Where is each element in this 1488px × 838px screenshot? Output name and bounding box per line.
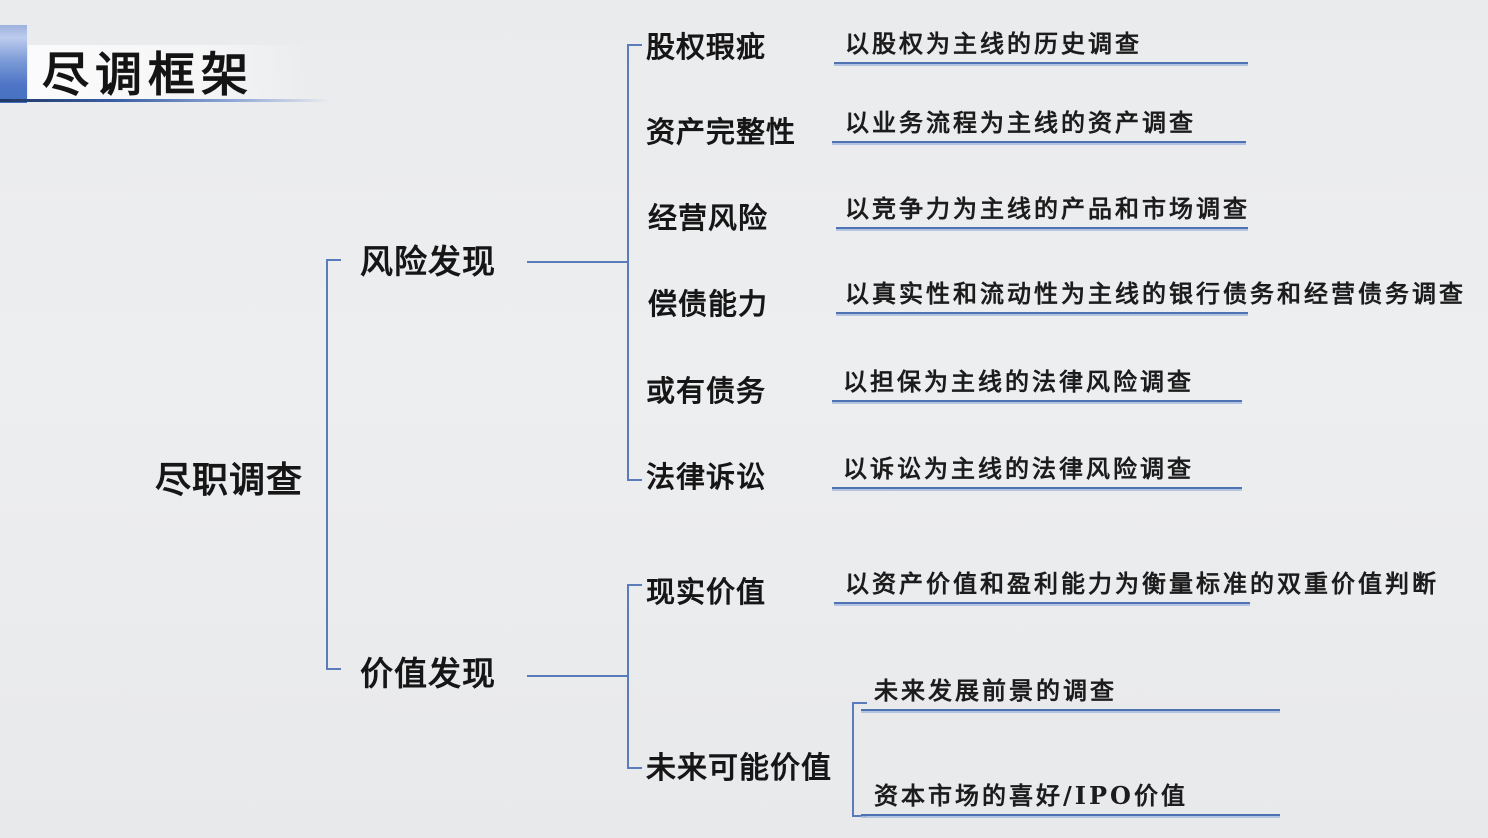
node-equity-defects: 股权瑕疵 [646, 30, 767, 64]
node-value-discovery: 价值发现 [360, 654, 496, 693]
node-due-diligence-root: 尽职调查 [155, 459, 304, 501]
node-litigation: 法律诉讼 [646, 460, 767, 494]
node-risk-discovery: 风险发现 [360, 242, 496, 281]
connector-risk-children-bracket [627, 44, 642, 481]
title-accent-bar [0, 25, 27, 103]
underline-operating-risk [836, 227, 1248, 229]
underline-current-value [834, 602, 1250, 604]
title-highlight-band [28, 45, 313, 99]
connector-root-bracket [326, 259, 341, 670]
desc-contingent-liabilities: 以担保为主线的法律风险调查 [843, 367, 1194, 396]
page-title: 尽调框架 [42, 48, 254, 103]
node-future-potential-value: 未来可能价值 [646, 751, 832, 786]
desc-solvency: 以真实性和流动性为主线的银行债务和经营债务调查 [845, 279, 1466, 308]
desc-operating-risk: 以竞争力为主线的产品和市场调查 [845, 194, 1250, 223]
desc-asset-integrity: 以业务流程为主线的资产调查 [845, 108, 1196, 137]
node-operating-risk: 经营风险 [648, 201, 769, 235]
underline-contingent-liabilities [832, 400, 1242, 402]
node-current-value: 现实价值 [646, 575, 767, 609]
node-asset-integrity: 资产完整性 [646, 115, 797, 149]
underline-equity-defects [834, 62, 1248, 64]
future-sub-item-ipo-value: 资本市场的喜好/IPO价值 [874, 781, 1188, 810]
connector-value-line [527, 675, 629, 677]
future-sub-item-prospects: 未来发展前景的调查 [874, 676, 1117, 705]
underline-future-prospects [861, 709, 1280, 711]
connector-future-value-bracket [852, 702, 867, 817]
connector-risk-line [527, 261, 629, 263]
desc-current-value: 以资产价值和盈利能力为衡量标准的双重价值判断 [845, 569, 1439, 598]
desc-equity-defects: 以股权为主线的历史调查 [845, 29, 1142, 58]
underline-ipo-value [861, 814, 1280, 816]
underline-asset-integrity [832, 141, 1246, 143]
underline-litigation [832, 487, 1242, 489]
connector-value-children-bracket [627, 584, 642, 769]
underline-solvency [836, 312, 1248, 314]
node-contingent-liabilities: 或有债务 [646, 374, 767, 408]
title-underline [0, 99, 330, 102]
desc-litigation: 以诉讼为主线的法律风险调查 [843, 454, 1194, 483]
node-solvency: 偿债能力 [648, 287, 769, 321]
